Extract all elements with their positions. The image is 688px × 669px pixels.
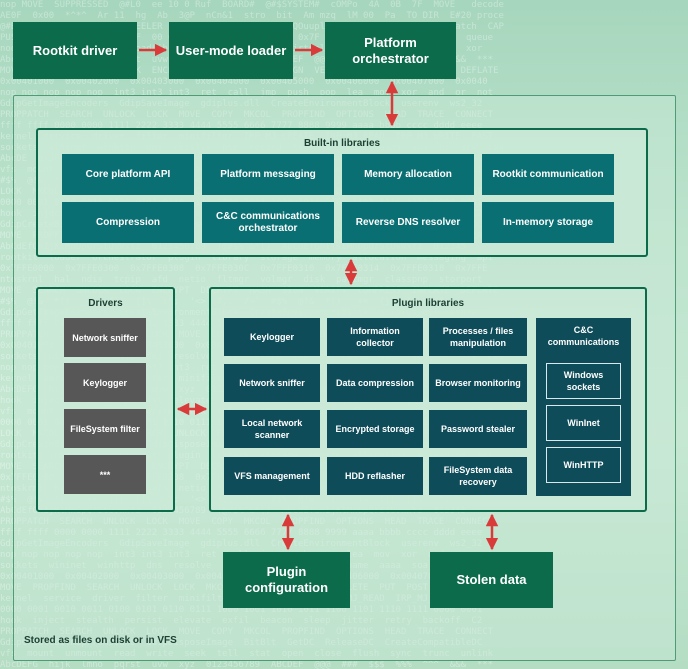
builtin-rootkit-communication: Rootkit communication bbox=[482, 154, 614, 195]
plugin-configuration-node: Plugin configuration bbox=[223, 552, 350, 608]
builtin-platform-messaging: Platform messaging bbox=[202, 154, 334, 195]
plugin-hdd-reflasher: HDD reflasher bbox=[327, 457, 423, 495]
plugin-encrypted-storage: Encrypted storage bbox=[327, 410, 423, 448]
plugin-filesystem-data-recovery: FileSystem data recovery bbox=[429, 457, 527, 495]
builtin-in-memory-storage: In-memory storage bbox=[482, 202, 614, 243]
plugin-keylogger: Keylogger bbox=[224, 318, 320, 356]
plugin-browser-monitoring: Browser monitoring bbox=[429, 364, 527, 402]
storage-note: Stored as files on disk or in VFS bbox=[24, 635, 177, 646]
plugin-local-network-scanner: Local network scanner bbox=[224, 410, 320, 448]
plugin-vfs-management: VFS management bbox=[224, 457, 320, 495]
cnc-communications-title: C&C communications bbox=[547, 325, 620, 347]
builtin-libraries-title: Built-in libraries bbox=[303, 138, 381, 149]
cnc-wininet: WinInet bbox=[546, 405, 621, 441]
cnc-winhttp: WinHTTP bbox=[546, 447, 621, 483]
cnc-communications-block: C&C communications Windows sockets WinIn… bbox=[536, 318, 631, 496]
plugin-network-sniffer: Network sniffer bbox=[224, 364, 320, 402]
drivers-title: Drivers bbox=[88, 298, 123, 309]
driver-filesystem-filter: FileSystem filter bbox=[64, 409, 146, 448]
plugin-data-compression: Data compression bbox=[327, 364, 423, 402]
builtin-reverse-dns-resolver: Reverse DNS resolver bbox=[342, 202, 474, 243]
rootkit-driver-node: Rootkit driver bbox=[13, 22, 137, 79]
plugin-libraries-title: Plugin libraries bbox=[391, 298, 465, 309]
builtin-compression: Compression bbox=[62, 202, 194, 243]
cnc-windows-sockets: Windows sockets bbox=[546, 363, 621, 399]
stolen-data-node: Stolen data bbox=[430, 552, 553, 608]
builtin-cnc-orchestrator: C&C communications orchestrator bbox=[202, 202, 334, 243]
platform-orchestrator-node: Platform orchestrator bbox=[325, 22, 456, 79]
driver-keylogger: Keylogger bbox=[64, 363, 146, 402]
builtin-core-platform-api: Core platform API bbox=[62, 154, 194, 195]
plugin-password-stealer: Password stealer bbox=[429, 410, 527, 448]
driver-network-sniffer: Network sniffer bbox=[64, 318, 146, 357]
plugin-information-collector: Information collector bbox=[327, 318, 423, 356]
builtin-memory-allocation: Memory allocation bbox=[342, 154, 474, 195]
usermode-loader-node: User-mode loader bbox=[169, 22, 293, 79]
driver-more: *** bbox=[64, 455, 146, 494]
plugin-processes-files-manipulation: Processes / files manipulation bbox=[429, 318, 527, 356]
